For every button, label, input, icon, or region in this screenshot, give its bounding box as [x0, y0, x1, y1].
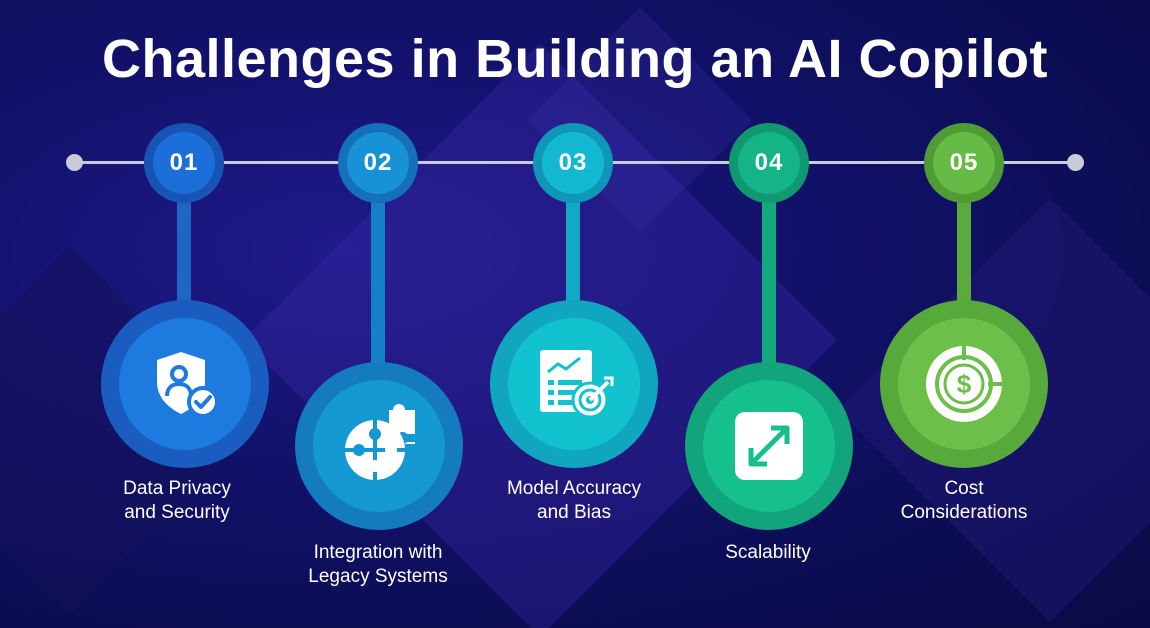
step-2-label-line2: Legacy Systems	[308, 566, 448, 587]
step-3-core	[508, 318, 640, 450]
timeline-start-dot	[66, 154, 83, 171]
step-4-label: Scalability	[668, 541, 868, 565]
step-3-label-line1: Model Accuracy	[506, 478, 642, 499]
step-4-stem	[762, 190, 776, 375]
step-3-label-line2: and Bias	[537, 502, 611, 523]
dollar-coin-icon: $	[926, 344, 1004, 422]
step-4-circle	[685, 362, 853, 530]
step-5-label-line2: Considerations	[900, 502, 1028, 523]
step-5-badge: 05	[924, 123, 1004, 203]
step-1-stem	[177, 190, 191, 310]
step-4-number: 04	[738, 132, 800, 194]
step-1-number: 01	[153, 132, 215, 194]
step-5-label-line1: Cost	[944, 478, 984, 499]
shield-user-icon	[157, 352, 219, 418]
step-1-badge: 01	[144, 123, 224, 203]
step-3-stem	[566, 190, 580, 310]
step-2-core	[313, 380, 445, 512]
step-4-badge: 04	[729, 123, 809, 203]
puzzle-icon	[343, 404, 415, 482]
step-3-circle	[490, 300, 658, 468]
timeline-end-dot	[1067, 154, 1084, 171]
step-1-core	[119, 318, 251, 450]
step-5-label: Cost Considerations	[864, 477, 1064, 525]
step-2-badge: 02	[338, 123, 418, 203]
step-2-circle	[295, 362, 463, 530]
page-title: Challenges in Building an AI Copilot	[102, 29, 1048, 89]
step-1-circle	[101, 300, 269, 468]
step-2-label: Integration with Legacy Systems	[278, 541, 478, 589]
step-2-number: 02	[347, 132, 409, 194]
step-5-number: 05	[933, 132, 995, 194]
step-3-number: 03	[542, 132, 604, 194]
report-target-icon	[540, 350, 614, 419]
step-5-stem	[957, 190, 971, 310]
step-2-label-line1: Integration with	[313, 542, 443, 563]
step-3-badge: 03	[533, 123, 613, 203]
expand-icon	[735, 412, 803, 480]
step-1-label: Data Privacy and Security	[77, 477, 277, 525]
step-1-label-line2: and Security	[124, 502, 230, 523]
step-5-circle: $	[880, 300, 1048, 468]
step-4-core	[703, 380, 835, 512]
svg-text:$: $	[957, 369, 972, 399]
step-5-core: $	[898, 318, 1030, 450]
step-3-label: Model Accuracy and Bias	[474, 477, 674, 525]
step-4-label-line1: Scalability	[725, 542, 811, 563]
step-1-label-line1: Data Privacy	[123, 478, 231, 499]
step-2-stem	[371, 190, 385, 375]
